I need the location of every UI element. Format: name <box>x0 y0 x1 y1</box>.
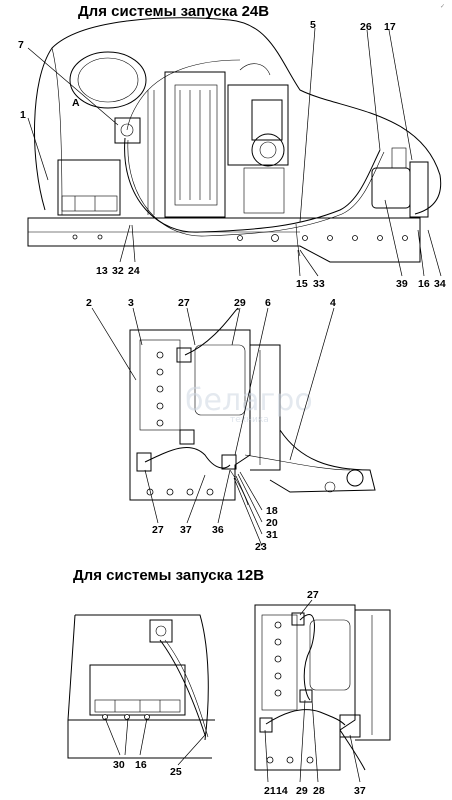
callout: 27 <box>152 524 164 536</box>
callout: 4 <box>330 297 336 309</box>
callout: 15 <box>296 278 308 290</box>
bottom-left-view-12v <box>67 614 215 759</box>
callout: 13 <box>96 265 108 277</box>
corner-mark: ✓ <box>440 4 445 10</box>
view-mark-a: A <box>72 97 80 109</box>
callout: 24 <box>128 265 140 277</box>
callout: 25 <box>170 766 182 778</box>
callout: 37 <box>180 524 192 536</box>
callout: 27 <box>307 589 319 601</box>
callout: 23 <box>255 541 267 553</box>
top-view-24v: A <box>27 17 442 263</box>
callout: 30 <box>113 759 125 771</box>
bottom-right-view-12v <box>254 604 391 771</box>
middle-view-24v <box>129 307 376 506</box>
callout: 7 <box>18 39 24 51</box>
callout: 26 <box>360 21 372 33</box>
callout: 5 <box>310 19 316 31</box>
callout: 31 <box>266 529 278 541</box>
callout: 18 <box>266 505 278 517</box>
watermark-sub: техника <box>230 415 269 425</box>
callout: 27 <box>178 297 190 309</box>
title-12v-system: Для системы запуска 12В <box>73 567 265 584</box>
callout: 2 <box>86 297 92 309</box>
callout-numbers: 7 1 5 26 17 13 32 24 15 33 39 16 34 2 3 … <box>18 19 446 797</box>
callout: 29 <box>296 785 308 797</box>
callout: 17 <box>384 21 396 33</box>
watermark-brand: белагро <box>185 383 313 418</box>
title-24v-system: Для системы запуска 24В <box>78 3 270 20</box>
callout: 20 <box>266 517 278 529</box>
callout: 14 <box>276 785 288 797</box>
callout: 29 <box>234 297 246 309</box>
callout: 34 <box>434 278 446 290</box>
callout: 37 <box>354 785 366 797</box>
callout: 16 <box>418 278 430 290</box>
callout-leaders <box>27 27 442 783</box>
callout: 36 <box>212 524 224 536</box>
callout: 3 <box>128 297 134 309</box>
callout: 16 <box>135 759 147 771</box>
callout: 6 <box>265 297 271 309</box>
callout: 33 <box>313 278 325 290</box>
callout: 21 <box>264 785 276 797</box>
callout: 1 <box>20 109 26 121</box>
callout: 39 <box>396 278 408 290</box>
callout: 32 <box>112 265 124 277</box>
callout: 28 <box>313 785 325 797</box>
